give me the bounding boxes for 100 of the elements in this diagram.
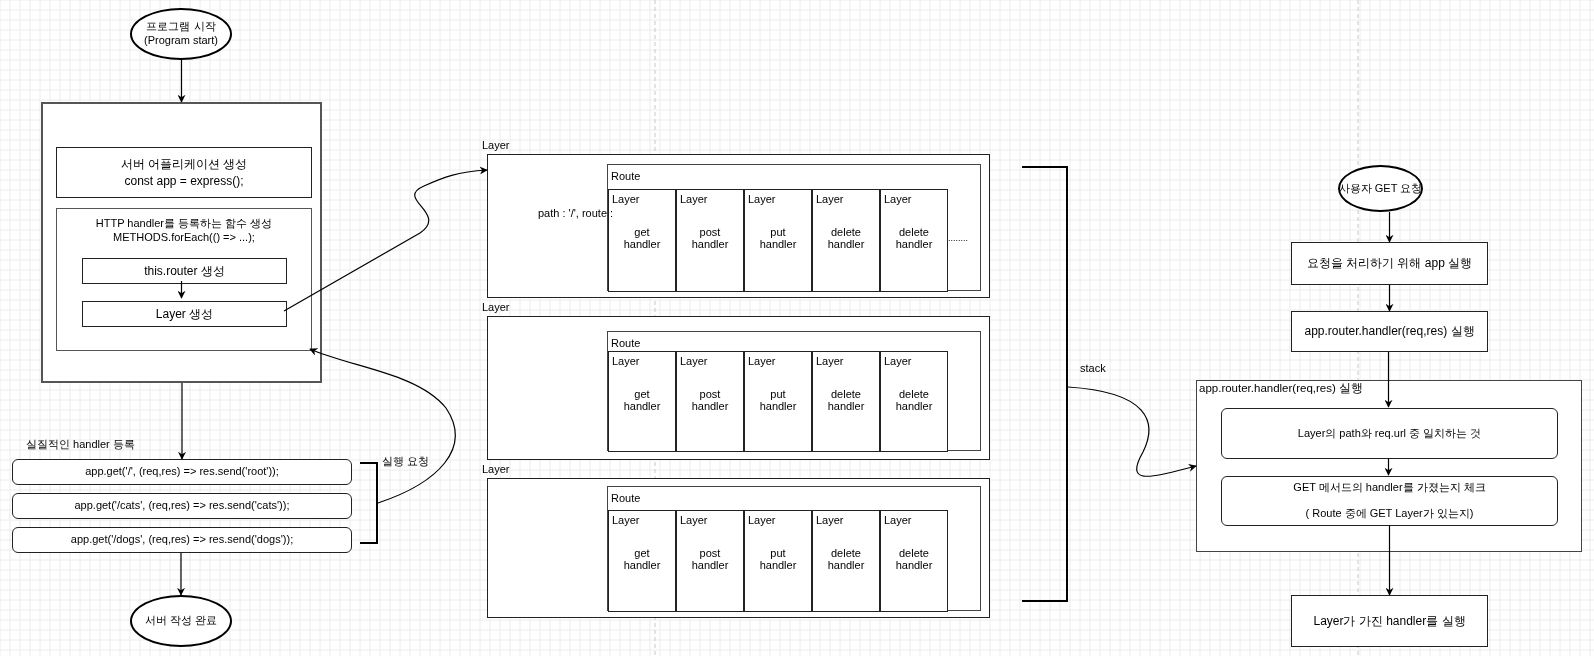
layer-cell [676, 510, 744, 612]
terminal-label: 사용자 GET 요청 [1338, 181, 1423, 196]
handler-label: put handler [758, 226, 798, 250]
route-box [607, 164, 981, 291]
layer-cell [676, 351, 744, 452]
step-label: this.router 생성 [144, 263, 225, 279]
step-label: GET 메서드의 handler를 가졌는지 체크 [1293, 481, 1486, 495]
step-label: app.get('/dogs', (req,res) => res.send('dogs')); [70, 533, 294, 547]
process-box [56, 208, 312, 351]
step-label: Layer가 가진 handler를 실행 [1313, 613, 1466, 629]
ellipsis: ........ [948, 233, 968, 243]
layer-title: Layer [884, 193, 912, 205]
bracket [360, 462, 378, 544]
process-box [1291, 311, 1488, 352]
rounded-box [12, 527, 352, 553]
arrow [177, 552, 185, 596]
layer-title: Layer [612, 193, 640, 205]
code-line: METHODS.forEach(() => ...); [113, 230, 255, 245]
terminal-label: (Program start) [144, 34, 218, 48]
layer-title: Layer [816, 193, 844, 205]
layer-cell [880, 351, 948, 452]
step-label: app.get('/cats', (req,res) => res.send('cats')); [74, 499, 290, 513]
terminal-oval [130, 8, 232, 60]
handler-label: get handler [622, 547, 662, 571]
handler-label: get handler [622, 226, 662, 250]
layer-cell [812, 351, 880, 452]
handler-label: put handler [758, 388, 798, 412]
arrow [1385, 211, 1394, 243]
rounded-box [12, 493, 352, 519]
arrow [177, 59, 186, 103]
rounded-box [12, 459, 352, 485]
bracket [1022, 166, 1068, 602]
curved-arrow [309, 348, 456, 504]
arrow [1385, 284, 1394, 312]
arrow [178, 382, 186, 460]
layer-title: Layer [612, 514, 640, 526]
step-label: Layer의 path와 req.url 중 일치하는 것 [1297, 426, 1482, 441]
handler-label: delete handler [826, 226, 866, 250]
route-box [607, 331, 981, 451]
section-label: 실질적인 handler 등록 [26, 437, 135, 452]
terminal-label: 프로그램 시작 [146, 20, 216, 34]
path-label: path : '/', route : [538, 207, 614, 219]
arrow [1384, 457, 1393, 476]
layer-cell [744, 510, 812, 612]
layer-title: Layer [612, 355, 640, 367]
arrow [177, 280, 186, 299]
layer-cell [880, 510, 948, 612]
step-label: Layer 생성 [155, 306, 214, 322]
route-title: Route [611, 337, 641, 349]
process-box [82, 258, 287, 284]
terminal-oval [1338, 165, 1423, 212]
layer-title: Layer [680, 355, 708, 367]
rounded-box [1221, 476, 1558, 526]
step-label: app.router.handler(req,res) 실행 [1304, 324, 1475, 339]
layer-cell [608, 189, 676, 292]
terminal-label: 서버 작성 완료 [144, 614, 218, 628]
layer-cell [812, 189, 880, 292]
bracket-label: 실행 요청 [382, 454, 430, 469]
layer-title: Layer [884, 355, 912, 367]
layer-cell [744, 351, 812, 452]
layer-cell [608, 510, 676, 612]
process-box [82, 301, 287, 327]
handler-label: delete handler [826, 388, 866, 412]
process-box [1291, 595, 1488, 647]
container-box [41, 102, 322, 383]
handler-label: delete handler [894, 547, 934, 571]
handler-label: delete handler [826, 547, 866, 571]
route-title: Route [611, 492, 641, 504]
terminal-oval [130, 595, 232, 647]
route-box [607, 486, 981, 611]
layer-cell [880, 189, 948, 292]
step-note: ( Route 중에 GET Layer가 있는지) [1305, 507, 1474, 521]
panel-title: Layer [482, 463, 510, 475]
arrow [1384, 351, 1393, 408]
handler-label: post handler [690, 547, 730, 571]
layer-cell [676, 189, 744, 292]
curved-arrow [1067, 386, 1197, 477]
handler-label: post handler [690, 388, 730, 412]
code-line: const app = express(); [124, 173, 244, 189]
handler-label: post handler [690, 226, 730, 250]
layer-cell [812, 510, 880, 612]
layer-title: Layer [816, 514, 844, 526]
process-box [1291, 242, 1488, 285]
process-box [56, 147, 312, 198]
step-label: HTTP handler를 등록하는 함수 생성 [95, 217, 273, 231]
handler-label: delete handler [894, 226, 934, 250]
layer-title: Layer [884, 514, 912, 526]
layer-title: Layer [748, 514, 776, 526]
layer-cell [744, 189, 812, 292]
step-label: app.get('/', (req,res) => res.send('root')); [85, 465, 279, 479]
panel-title: Layer [482, 139, 510, 151]
step-label: 요청을 처리하기 위해 app 실행 [1306, 256, 1473, 271]
curved-arrow [283, 166, 488, 312]
group-box [1196, 380, 1582, 552]
handler-label: delete handler [894, 388, 934, 412]
layer-cell [608, 351, 676, 452]
arrow [1385, 524, 1394, 596]
handler-label: get handler [622, 388, 662, 412]
route-title: Route [611, 170, 641, 182]
step-label: 서버 어플리케이션 생성 [120, 156, 248, 172]
